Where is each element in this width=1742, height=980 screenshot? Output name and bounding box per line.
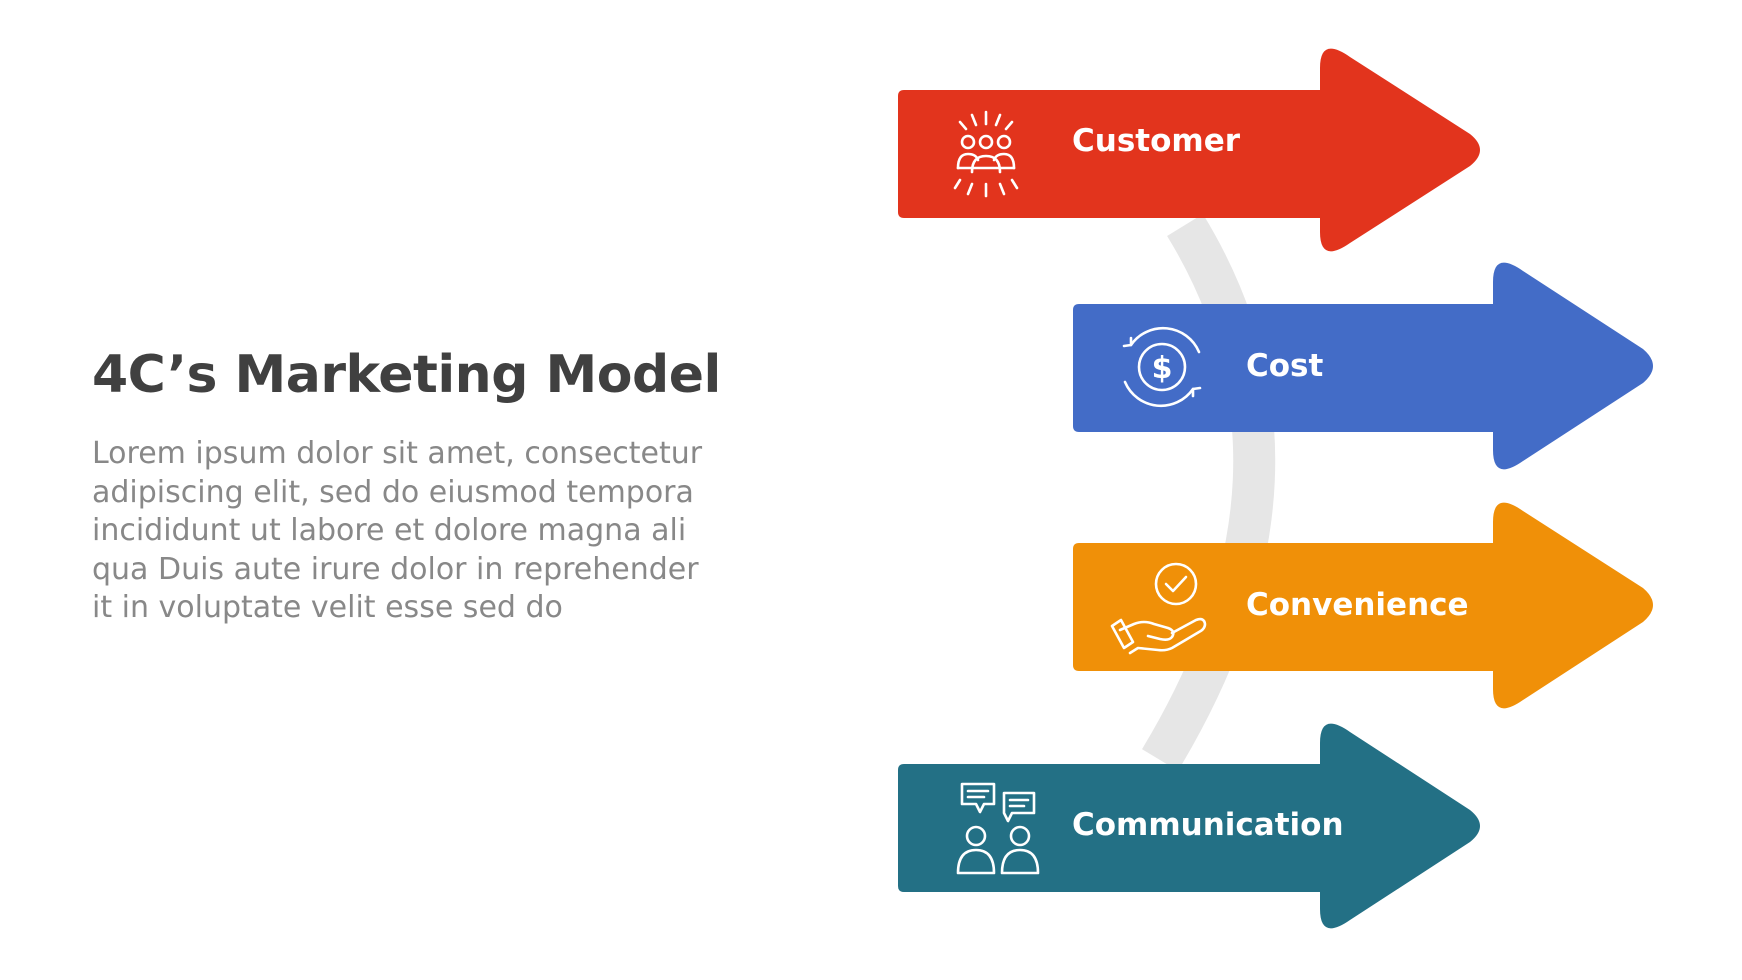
description-line: incididunt ut labore et dolore magna ali xyxy=(92,513,687,548)
connector-arc xyxy=(1142,214,1276,771)
description-line: qua Duis aute irure dolor in reprehender xyxy=(92,551,699,587)
svg-text:$: $ xyxy=(1152,351,1173,386)
arrow-label: Convenience xyxy=(1246,587,1469,623)
arrow-cost: $ Cost xyxy=(1073,262,1653,470)
arrow-shape xyxy=(1073,262,1653,470)
arrow-communication: Communication xyxy=(898,723,1480,929)
description-line: it in voluptate velit esse sed do xyxy=(92,590,563,625)
description-line: adipiscing elit, sed do eiusmod tempora xyxy=(92,474,694,510)
people-chat-icon xyxy=(956,782,1040,875)
arrow-convenience: Convenience xyxy=(1073,502,1653,709)
arrow-shape xyxy=(1073,502,1653,709)
description-line: Lorem ipsum dolor sit amet, consectetur xyxy=(92,436,703,471)
arrow-label: Customer xyxy=(1072,123,1241,159)
arrow-label: Communication xyxy=(1072,807,1344,843)
arrow-shape xyxy=(898,723,1480,929)
arrow-customer: Customer xyxy=(898,48,1480,252)
page-title: 4C’s Marketing Model xyxy=(92,345,721,405)
dollar-cycle-icon: $ xyxy=(1122,326,1202,408)
hand-check-icon xyxy=(1110,562,1207,655)
arrow-label: Cost xyxy=(1246,348,1323,384)
arrow-shape xyxy=(898,48,1480,252)
people-group-icon xyxy=(953,110,1019,198)
description: Lorem ipsum dolor sit amet, consectetur … xyxy=(92,435,792,628)
